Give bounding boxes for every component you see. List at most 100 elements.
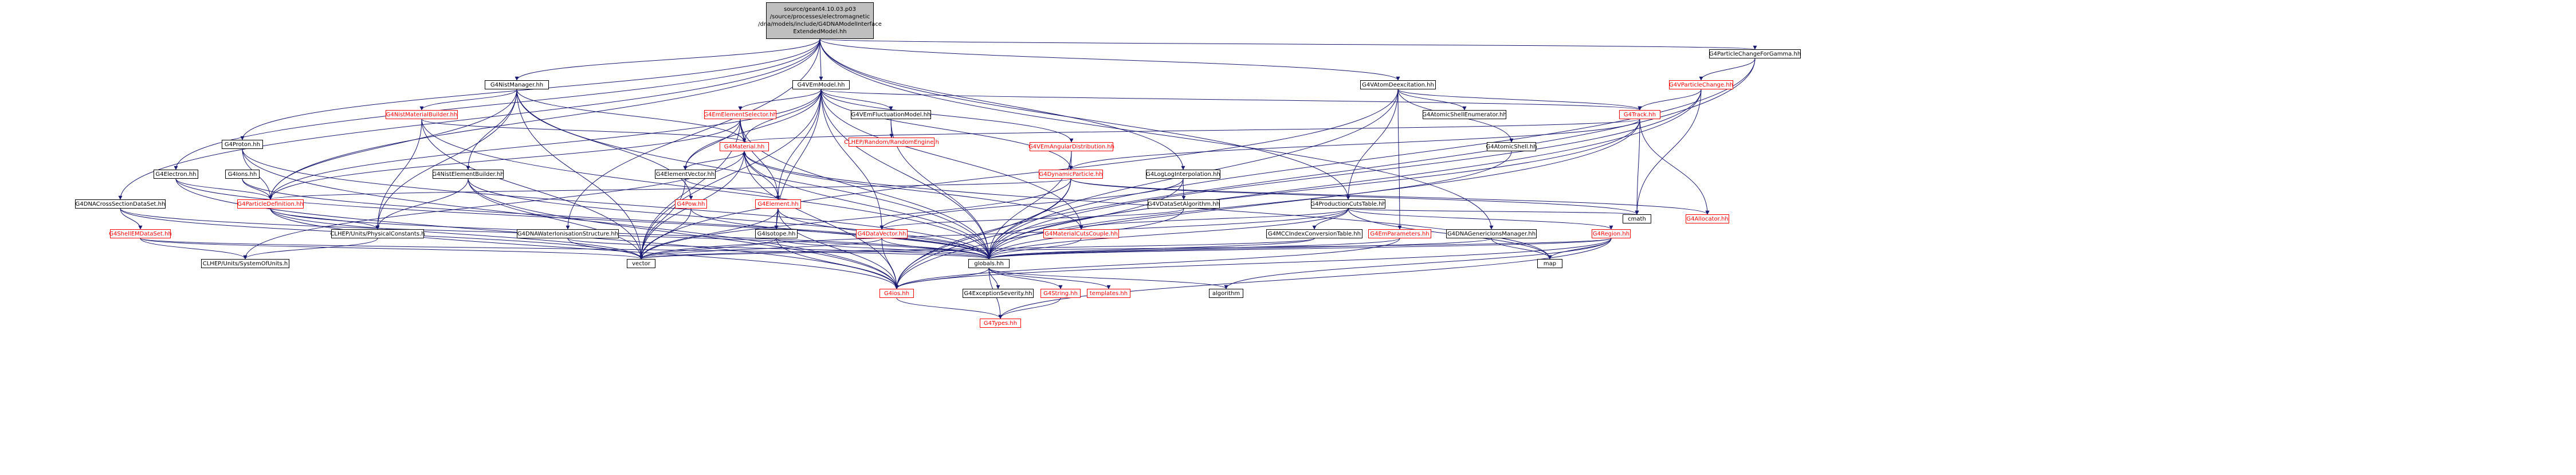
node-G4DNAGenericIonsManager[interactable]: G4DNAGenericIonsManager.hh xyxy=(1446,229,1537,238)
edge xyxy=(175,178,991,260)
edge xyxy=(242,178,273,200)
edge xyxy=(987,89,1702,260)
edge xyxy=(118,38,820,200)
edge xyxy=(140,238,991,260)
node-G4String[interactable]: G4String.hh xyxy=(1040,289,1081,298)
node-templates[interactable]: templates.hh xyxy=(1087,289,1130,298)
edge xyxy=(242,178,991,260)
node-G4VEmFluctuationModel[interactable]: G4VEmFluctuationModel.hh xyxy=(851,110,931,119)
edge xyxy=(744,151,991,260)
edge xyxy=(1079,208,1349,230)
edge xyxy=(567,238,991,260)
edge xyxy=(819,38,1185,170)
edge xyxy=(1635,89,1702,215)
node-G4Track[interactable]: G4Track.hh xyxy=(1619,110,1660,119)
node-G4DNACrossSectionDataSet[interactable]: G4DNACrossSectionDataSet.hh xyxy=(75,199,166,209)
edge xyxy=(896,297,1003,319)
edge xyxy=(566,38,820,230)
edge xyxy=(268,178,1071,200)
node-G4ios[interactable]: G4ios.hh xyxy=(879,289,914,298)
node-G4Electron[interactable]: G4Electron.hh xyxy=(154,170,198,179)
edge xyxy=(140,238,643,260)
edge xyxy=(988,268,1111,289)
node-G4AtomicShellEnumerator[interactable]: G4AtomicShellEnumerator.hh xyxy=(1422,110,1507,119)
edge xyxy=(987,208,1349,260)
edge xyxy=(820,89,1642,111)
node-G4VEmAngularDistribution[interactable]: G4VEmAngularDistribution.hh xyxy=(1028,142,1114,151)
edge xyxy=(894,119,1640,289)
edge xyxy=(268,89,517,200)
edge xyxy=(987,58,1756,260)
node-G4DNAWaterIonisationStructure[interactable]: G4DNAWaterIonisationStructure.hh xyxy=(517,229,619,238)
edge xyxy=(987,238,1400,260)
edge xyxy=(683,89,822,170)
edge xyxy=(421,119,747,143)
edge xyxy=(819,38,1757,50)
edge xyxy=(1346,89,1399,200)
node-G4Proton[interactable]: G4Proton.hh xyxy=(222,140,263,149)
edge xyxy=(881,238,899,289)
node-G4AtomicShell[interactable]: G4AtomicShell.hh xyxy=(1486,142,1537,151)
node-G4Pow[interactable]: G4Pow.hh xyxy=(675,199,707,209)
node-G4MaterialCutsCouple[interactable]: G4MaterialCutsCouple.hh xyxy=(1043,229,1119,238)
edge xyxy=(1639,119,1710,215)
edge xyxy=(776,89,822,200)
node-G4ParticleChangeForGamma[interactable]: G4ParticleChangeForGamma.hh xyxy=(1709,49,1801,58)
node-G4Types[interactable]: G4Types.hh xyxy=(980,319,1021,328)
edge xyxy=(683,151,745,170)
node-vector[interactable]: vector xyxy=(627,259,655,268)
edge xyxy=(515,38,820,81)
node-G4NistManager[interactable]: G4NistManager.hh xyxy=(485,80,549,89)
node-G4ElementVector[interactable]: G4ElementVector.hh xyxy=(655,170,716,179)
node-G4Allocator[interactable]: G4Allocator.hh xyxy=(1686,214,1729,223)
edge xyxy=(516,89,693,200)
node-cmath[interactable]: cmath xyxy=(1623,214,1651,223)
node-G4Element[interactable]: G4Element.hh xyxy=(755,199,801,209)
edge xyxy=(639,208,779,260)
edge xyxy=(1348,208,1639,215)
edge xyxy=(820,89,1083,230)
edge xyxy=(744,151,899,289)
node-CLHEPSystemOfUnits[interactable]: CLHEP/Units/SystemOfUnits.h xyxy=(201,259,289,268)
edge xyxy=(639,178,686,260)
node-G4VAtomDeexcitation[interactable]: G4VAtomDeexcitation.hh xyxy=(1360,80,1436,89)
node-G4VEmModel[interactable]: G4VEmModel.hh xyxy=(792,80,850,89)
edge xyxy=(743,119,1640,143)
edge xyxy=(1397,89,1402,230)
edge xyxy=(819,38,1350,200)
edge xyxy=(742,151,1082,230)
edge xyxy=(516,89,643,260)
node-G4VParticleChange[interactable]: G4VParticleChange.hh xyxy=(1669,80,1733,89)
node-G4Region[interactable]: G4Region.hh xyxy=(1592,229,1631,238)
node-G4Material[interactable]: G4Material.hh xyxy=(720,142,769,151)
node-G4ProductionCutsTable[interactable]: G4ProductionCutsTable.hh xyxy=(1310,199,1386,209)
node-globals[interactable]: globals.hh xyxy=(968,259,1010,268)
edge xyxy=(240,38,820,140)
node-G4NistElementBuilder[interactable]: G4NistElementBuilder.hh xyxy=(432,170,504,179)
node-G4Isotope[interactable]: G4Isotope.hh xyxy=(755,229,798,238)
edge xyxy=(987,238,1082,260)
node-G4EmElementSelector[interactable]: G4EmElementSelector.hh xyxy=(704,110,777,119)
node-G4ExceptionSeverity[interactable]: G4ExceptionSeverity.hh xyxy=(963,289,1034,298)
node-G4EmParameters[interactable]: G4EmParameters.hh xyxy=(1368,229,1431,238)
node-G4NistMaterialBuilder[interactable]: G4NistMaterialBuilder.hh xyxy=(386,110,458,119)
node-G4VDataSetAlgorithm[interactable]: G4VDataSetAlgorithm.hh xyxy=(1148,199,1220,209)
node-G4DynamicParticle[interactable]: G4DynamicParticle.hh xyxy=(1039,170,1103,179)
node-CLHEPPhysicalConstants[interactable]: CLHEP/Units/PhysicalConstants.h xyxy=(330,229,425,238)
node-G4DataVector[interactable]: G4DataVector.hh xyxy=(856,229,908,238)
edge xyxy=(819,38,1494,230)
edge xyxy=(820,89,893,111)
node-G4LogLogInterpolation[interactable]: G4LogLogInterpolation.hh xyxy=(1146,170,1220,179)
root-file-node: source/geant4.10.03.p03 /source/processe… xyxy=(758,2,882,39)
node-map[interactable]: map xyxy=(1537,259,1562,268)
node-CLHEPRandomEngine[interactable]: CLHEP/Random/RandomEngine.h xyxy=(844,138,939,147)
node-G4MCCIndexConversionTable[interactable]: G4MCCIndexConversionTable.hh xyxy=(1266,229,1362,238)
node-G4ParticleDefinition[interactable]: G4ParticleDefinition.hh xyxy=(237,199,304,209)
edge xyxy=(683,119,741,170)
node-G4ShellEMDataSet[interactable]: G4ShellEMDataSet.hh xyxy=(109,229,172,238)
edge xyxy=(242,148,991,260)
node-G4Ions[interactable]: G4Ions.hh xyxy=(225,170,260,179)
edge xyxy=(243,238,378,260)
node-algorithm[interactable]: algorithm xyxy=(1209,289,1243,298)
